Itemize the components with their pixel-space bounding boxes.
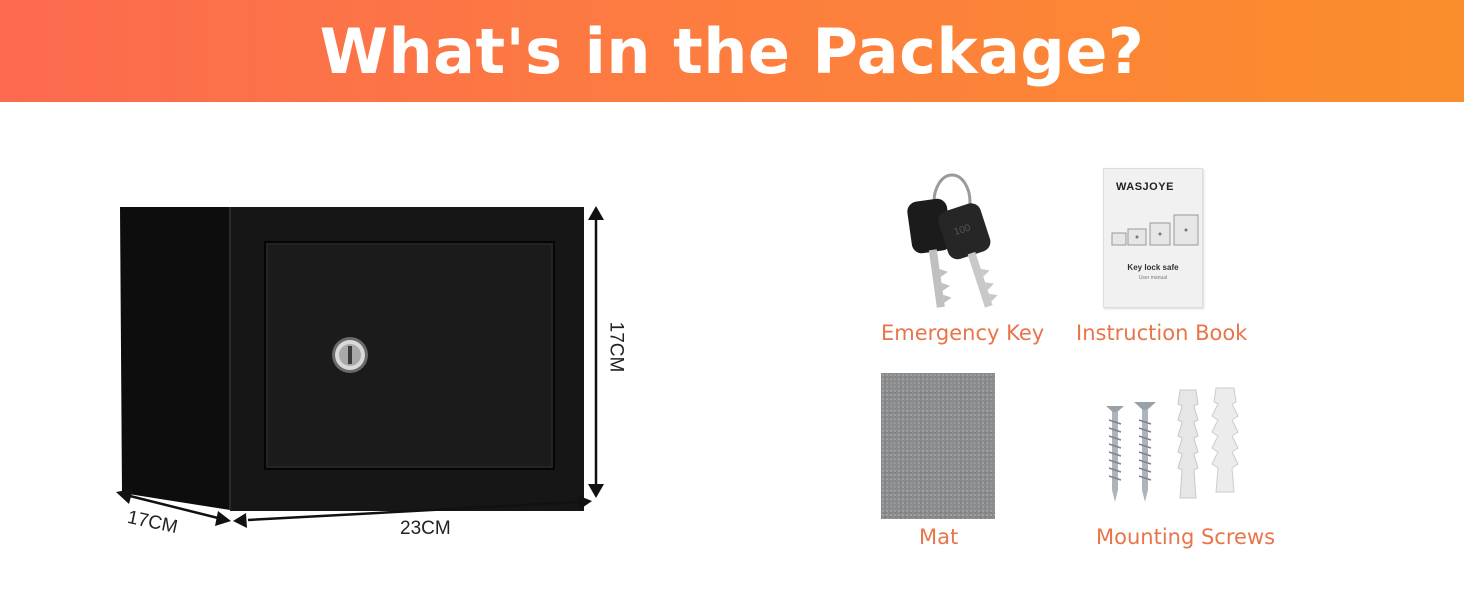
manual-icon: WASJOYE Key lock safe User manual [1103,168,1203,308]
safe-side-face [120,207,230,510]
height-arrow [588,206,604,498]
safe-image [116,206,604,528]
height-dimension-label: 17CM [605,321,627,373]
screws-icon [1106,387,1239,502]
mat-icon [881,373,995,519]
safe-door [264,241,555,470]
manual-brand: WASJOYE [1116,181,1174,193]
manual-cover-title: Key lock safe [1127,263,1179,272]
depth-arrow [116,489,231,526]
mat-label: Mat [919,525,959,549]
header-banner: What's in the Package? [0,0,1464,102]
mounting-screws-label: Mounting Screws [1096,525,1276,549]
emergency-key-label: Emergency Key [881,321,1045,345]
manual-cover-subtitle: User manual [1138,275,1168,281]
width-dimension-label: 23CM [400,518,451,539]
key-icon: 100 [907,173,998,308]
key-tag-text: 100 [953,222,973,238]
safe-lock-icon [332,337,368,373]
manual-safe-illustration [1111,214,1199,246]
instruction-book-label: Instruction Book [1076,321,1248,345]
width-arrow [233,495,592,528]
page-title: What's in the Package? [319,14,1145,88]
